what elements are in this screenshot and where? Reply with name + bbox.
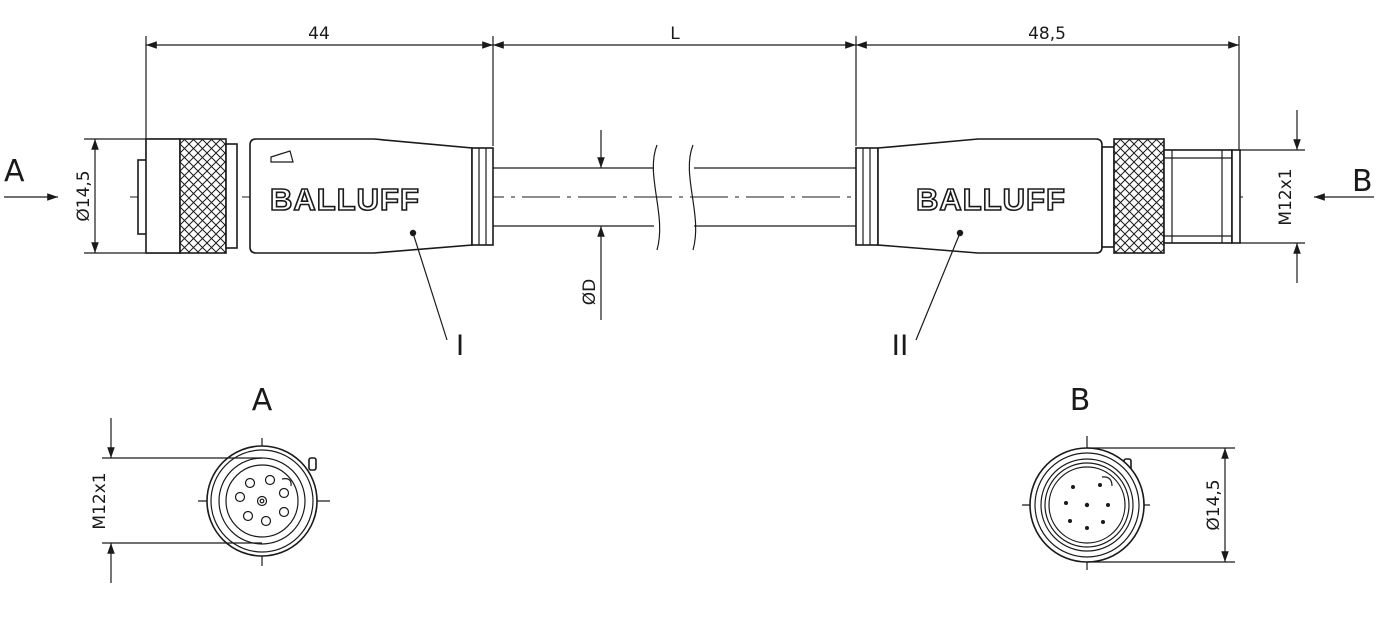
contact-pin bbox=[1101, 520, 1105, 524]
knurl-ring bbox=[1034, 452, 1140, 558]
contact-pin bbox=[1085, 526, 1089, 530]
contact-pin bbox=[1084, 502, 1090, 508]
knurled-nut bbox=[179, 138, 227, 254]
front-diameter-label: Ø14,5 bbox=[1204, 479, 1224, 530]
overmold-grip bbox=[855, 147, 879, 246]
front-view-a: A M12x1 bbox=[90, 383, 330, 583]
female-connector-i: BALLUFF bbox=[137, 138, 494, 341]
length-cable-label: L bbox=[670, 24, 680, 44]
knurled-nut bbox=[1113, 138, 1165, 254]
overmold-grip bbox=[471, 147, 494, 246]
coding-notch bbox=[1101, 476, 1113, 487]
callout-label-i: I bbox=[456, 329, 464, 362]
front-thread-label: M12x1 bbox=[90, 472, 110, 529]
view-arrow-a-label: A bbox=[4, 154, 25, 189]
insert-ring bbox=[1048, 466, 1126, 544]
insert-ring bbox=[225, 464, 299, 538]
connector-front-ring bbox=[145, 138, 181, 254]
cable: ØD bbox=[493, 130, 856, 320]
outer-ring-inner bbox=[210, 449, 314, 553]
length-right-label: 48,5 bbox=[1028, 24, 1066, 44]
pin-socket bbox=[256, 495, 268, 507]
contact-pin bbox=[1068, 519, 1072, 523]
contact-pin bbox=[1098, 483, 1102, 487]
view-a-title: A bbox=[252, 383, 273, 418]
pin-socket bbox=[234, 491, 246, 503]
diameter-left-label: Ø14,5 bbox=[74, 170, 94, 221]
view-arrow-b-label: B bbox=[1352, 164, 1373, 199]
callout-label-ii: II bbox=[892, 329, 909, 362]
male-connector-ii: BALLUFF bbox=[855, 138, 1241, 341]
pin-socket bbox=[244, 477, 256, 489]
contact-pin bbox=[1064, 501, 1068, 505]
contact-pin bbox=[1106, 503, 1110, 507]
outer-ring bbox=[206, 445, 318, 557]
threaded-pin bbox=[1163, 149, 1233, 244]
right-thread-dimension: M12x1 bbox=[1240, 110, 1305, 283]
pin-socket bbox=[278, 487, 290, 499]
brand-logo-right: BALLUFF bbox=[916, 182, 1066, 217]
break-line bbox=[688, 144, 697, 251]
pin-socket-center bbox=[259, 498, 265, 504]
pin-socket bbox=[264, 474, 276, 486]
pin-socket bbox=[260, 515, 272, 527]
cable-diameter-label: ØD bbox=[580, 279, 600, 305]
nut-collar bbox=[225, 143, 238, 249]
overmold-body bbox=[249, 138, 473, 254]
nut-collar bbox=[1101, 146, 1115, 248]
left-diameter-dimension: Ø14,5 bbox=[74, 138, 180, 254]
coding-key bbox=[308, 457, 317, 471]
break-line bbox=[652, 144, 661, 251]
view-b-title: B bbox=[1070, 383, 1091, 418]
callout-leader bbox=[412, 232, 448, 341]
coding-notch bbox=[281, 478, 292, 487]
top-dimensions: 44 L 48,5 bbox=[145, 24, 1240, 170]
coding-mark-icon bbox=[270, 150, 294, 163]
view-arrows: A B bbox=[4, 154, 1374, 201]
thread-right-label: M12x1 bbox=[1276, 168, 1296, 225]
thread-ring bbox=[1044, 462, 1130, 548]
pin-socket bbox=[242, 510, 254, 522]
callout-leader bbox=[915, 232, 961, 341]
contact-pin bbox=[1071, 485, 1075, 489]
pin-face bbox=[1231, 149, 1241, 244]
front-view-b: B Ø14,5 bbox=[1022, 383, 1235, 570]
thread-ring bbox=[1040, 458, 1134, 552]
length-left-label: 44 bbox=[308, 24, 330, 44]
pin-socket bbox=[278, 506, 290, 518]
brand-logo-left: BALLUFF bbox=[270, 182, 420, 217]
